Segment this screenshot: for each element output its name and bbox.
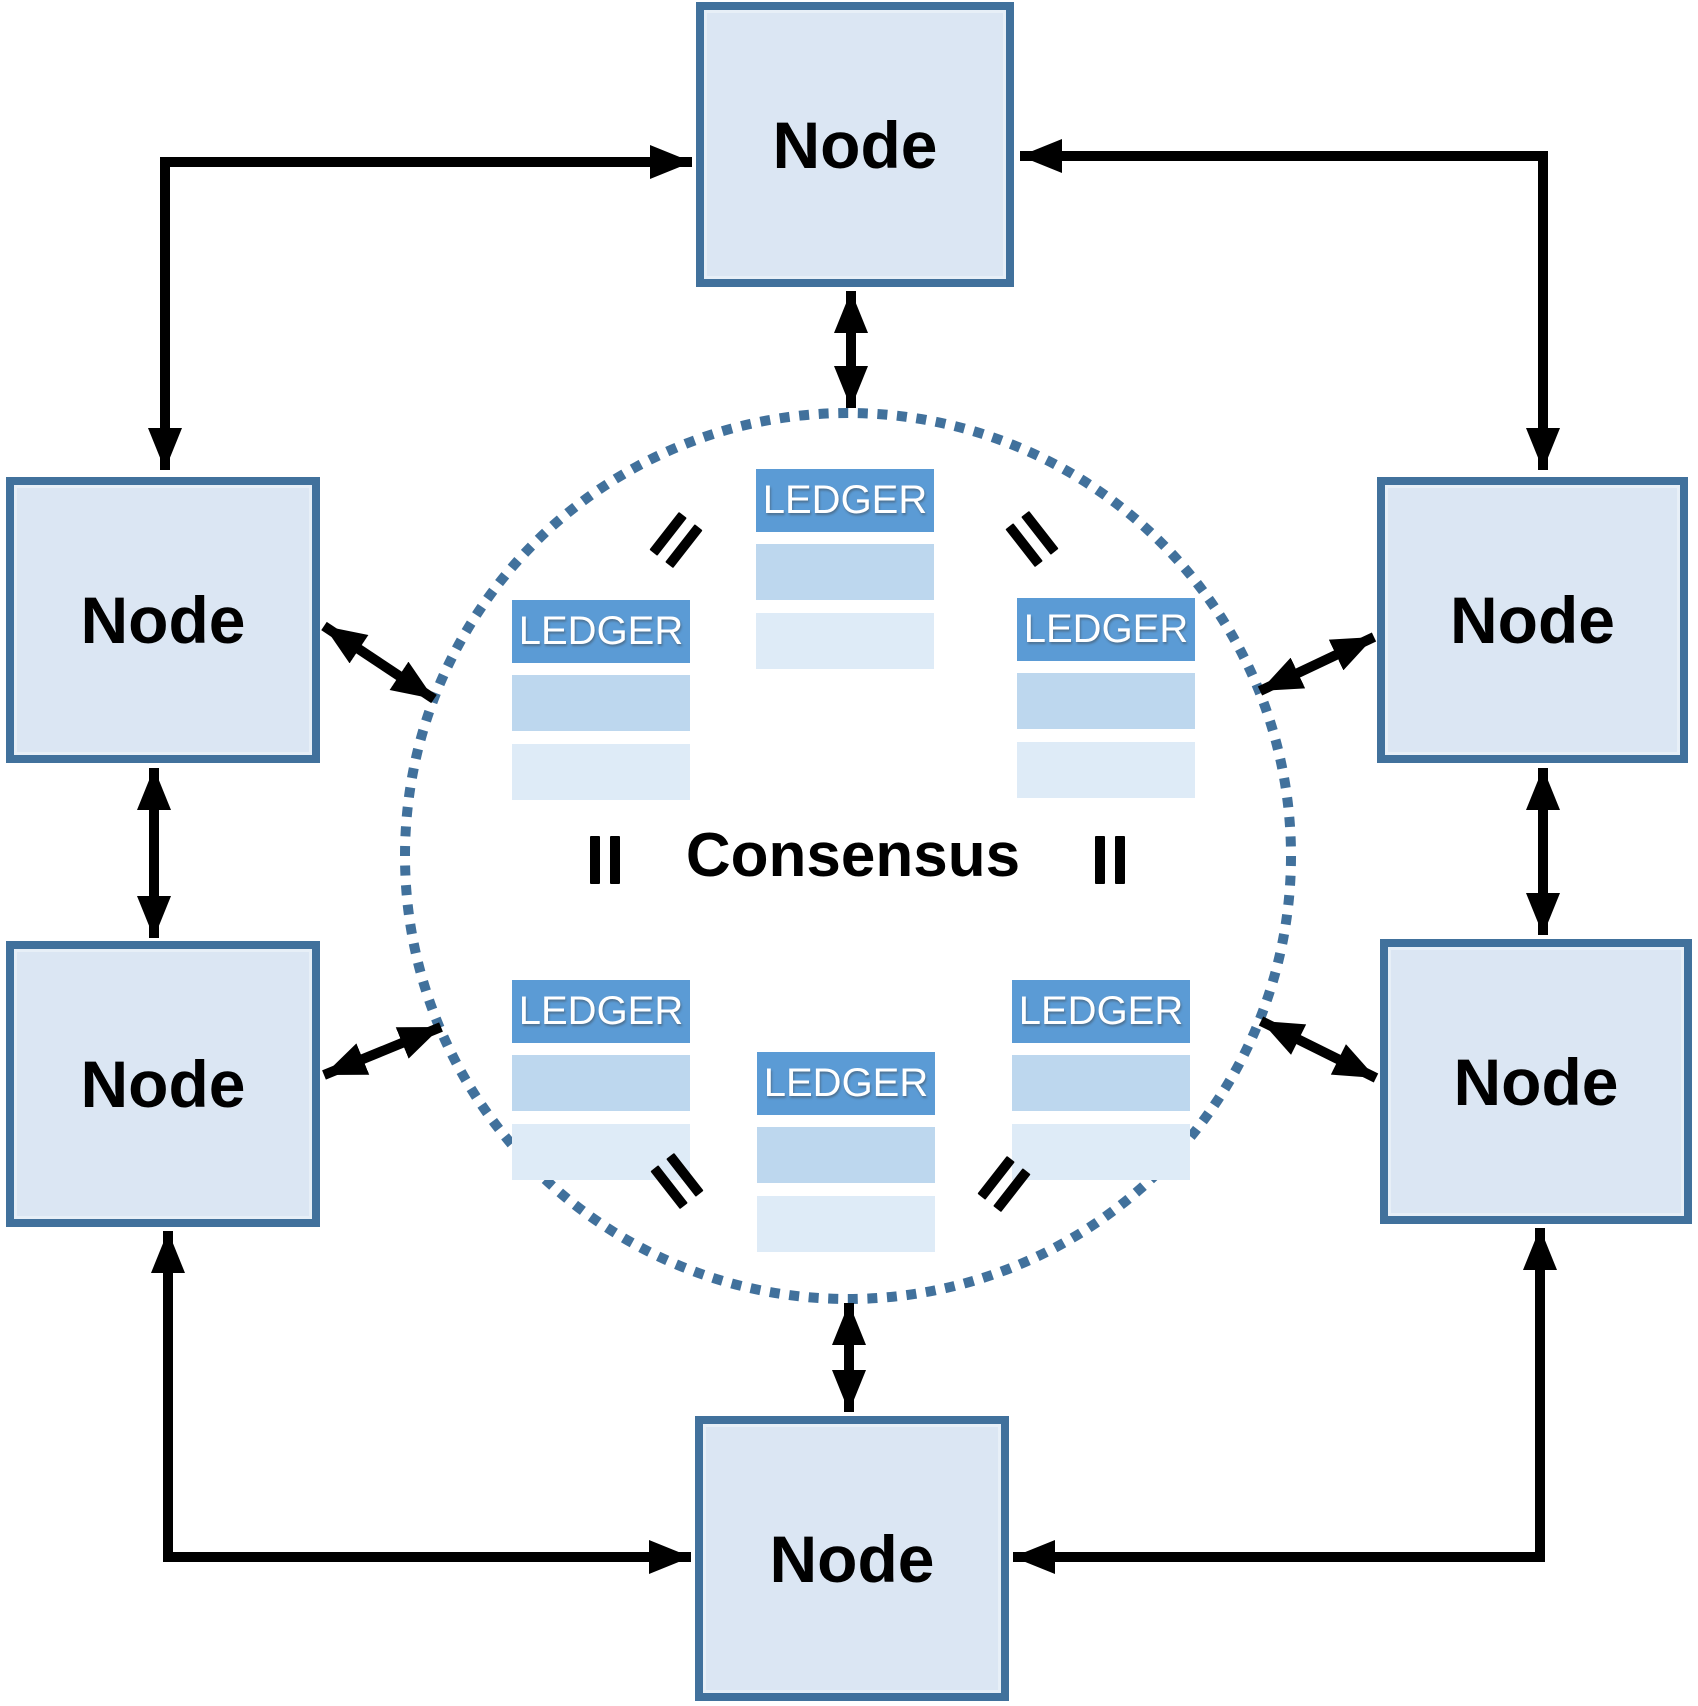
- equals-icon: [1095, 836, 1125, 884]
- node-label: Node: [1453, 1044, 1619, 1119]
- ledger-row: [756, 544, 934, 600]
- consensus-circle: [400, 408, 1296, 1304]
- connector-right-lower-to-circle: [1258, 1016, 1379, 1083]
- node-top: Node: [696, 2, 1014, 287]
- connector-left-upper-to-circle: [321, 621, 437, 704]
- ledger-header: LEDGER: [756, 469, 934, 532]
- ledger-table-right: LEDGER: [1017, 598, 1195, 798]
- equals-icon: [590, 836, 620, 884]
- node-label: Node: [80, 583, 246, 657]
- connector-elbow-top-left: [148, 145, 692, 470]
- ledger-row: [1012, 1124, 1190, 1180]
- ledger-header: LEDGER: [1012, 980, 1190, 1043]
- connector-elbow-bottom-right: [1013, 1228, 1557, 1574]
- ledger-table-top: LEDGER: [756, 469, 934, 669]
- connector-right-upper-to-circle: [1257, 632, 1377, 696]
- node-right-lower: Node: [1380, 939, 1692, 1224]
- ledger-header: LEDGER: [757, 1052, 935, 1115]
- node-left-lower: Node: [6, 941, 320, 1227]
- connector-elbow-top-right: [1020, 139, 1560, 470]
- node-label: Node: [1450, 583, 1615, 657]
- connector-elbow-bottom-left: [151, 1231, 691, 1574]
- ledger-table-lower-left: LEDGER: [512, 980, 690, 1180]
- ledger-row: [757, 1196, 935, 1252]
- ledger-row: [512, 744, 690, 800]
- node-label: Node: [80, 1047, 246, 1121]
- ledger-row: [1012, 1055, 1190, 1111]
- ledger-row: [512, 1055, 690, 1111]
- ledger-row: [757, 1127, 935, 1183]
- ledger-table-bottom: LEDGER: [757, 1052, 935, 1252]
- ledger-row: [512, 675, 690, 731]
- ledger-header: LEDGER: [512, 600, 690, 663]
- ledger-row: [756, 613, 934, 669]
- node-bottom: Node: [695, 1416, 1009, 1701]
- ledger-header: LEDGER: [512, 980, 690, 1043]
- node-label: Node: [769, 1521, 935, 1596]
- ledger-row: [1017, 673, 1195, 729]
- node-right-upper: Node: [1377, 477, 1688, 763]
- ledger-table-left: LEDGER: [512, 600, 690, 800]
- node-left-upper: Node: [6, 477, 320, 763]
- consensus-label: Consensus: [685, 821, 1021, 890]
- node-label: Node: [772, 107, 938, 182]
- connector-left-lower-to-circle: [322, 1022, 443, 1080]
- ledger-table-lower-right: LEDGER: [1012, 980, 1190, 1180]
- ledger-row: [1017, 742, 1195, 798]
- ledger-header: LEDGER: [1017, 598, 1195, 661]
